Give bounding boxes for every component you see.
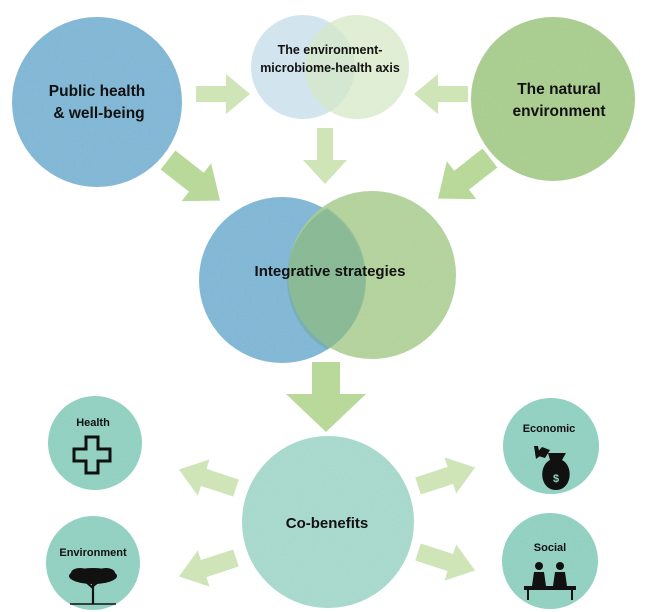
- public-health-circle: [12, 17, 182, 187]
- arrow-cobenefits-to-health: [178, 459, 239, 497]
- arrow-public-health-to-integrative: [160, 150, 221, 202]
- arrow-cobenefits-to-social: [415, 543, 476, 581]
- arrow-cobenefits-to-economic: [415, 457, 476, 495]
- arrows-group: [160, 74, 498, 587]
- integrative-circle-right: [288, 191, 456, 359]
- environment-label: Environment: [59, 547, 127, 559]
- natural-env-label-line2: environment: [512, 103, 605, 120]
- social-label: Social: [534, 542, 566, 554]
- natural-env-label-line1: The natural: [517, 81, 601, 98]
- public-health-node: Public health & well-being: [12, 17, 182, 187]
- axis-label-line2: microbiome-health axis: [260, 61, 400, 75]
- environment-circle: [46, 516, 140, 610]
- money-bag-icon: $: [534, 446, 570, 490]
- axis-node: The environment- microbiome-health axis: [251, 15, 409, 119]
- integrative-overlap: [286, 208, 367, 350]
- health-circle: [48, 396, 142, 490]
- integrative-node: Integrative strategies: [199, 191, 456, 363]
- svg-text:$: $: [553, 473, 559, 485]
- social-circle: [502, 513, 598, 609]
- people-on-bench-icon: [524, 562, 576, 600]
- arrow-natural-env-to-integrative: [437, 148, 498, 200]
- integrative-label: Integrative strategies: [255, 263, 406, 280]
- social-node: Social: [502, 513, 598, 609]
- axis-label-line1: The environment-: [278, 43, 383, 57]
- natural-env-circle: [471, 17, 635, 181]
- arrow-public-health-to-axis: [196, 74, 250, 114]
- health-label: Health: [76, 417, 110, 429]
- environment-node: Environment: [46, 516, 140, 610]
- medical-cross-icon: [72, 435, 112, 475]
- cobenefits-node: Co-benefits: [242, 436, 414, 608]
- economic-circle: [503, 398, 599, 494]
- natural-env-node: The natural environment: [471, 17, 635, 181]
- public-health-label-line2: & well-being: [53, 105, 144, 122]
- cobenefits-circle: [242, 436, 414, 608]
- arrow-natural-env-to-axis: [414, 74, 468, 114]
- tree-icon: [69, 568, 117, 605]
- axis-circle-right: [305, 15, 409, 119]
- cobenefits-label: Co-benefits: [286, 515, 369, 532]
- economic-node: Economic $: [503, 398, 599, 494]
- arrow-integrative-to-cobenefits: [286, 362, 366, 432]
- public-health-label-line1: Public health: [49, 83, 145, 100]
- health-node: Health: [48, 396, 142, 490]
- arrow-cobenefits-to-environment: [178, 549, 239, 587]
- economic-label: Economic: [523, 423, 576, 435]
- arrow-axis-to-integrative: [303, 128, 347, 184]
